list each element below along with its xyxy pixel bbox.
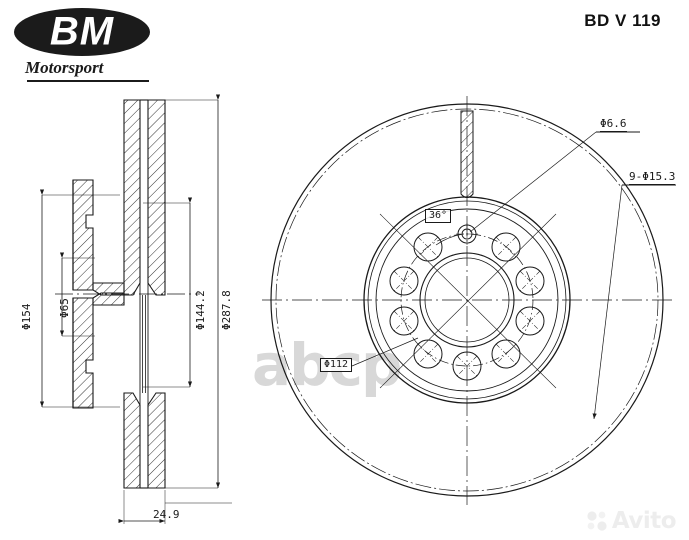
face-view — [262, 96, 676, 505]
avito-watermark: Avito — [586, 508, 677, 534]
avito-watermark-text: Avito — [611, 508, 677, 534]
logo-ellipse-icon: BM — [14, 8, 150, 56]
dim-thickness — [118, 490, 232, 524]
dim-label-ring-inner-diameter: Φ144.2 — [194, 290, 207, 330]
bolt-hole-group — [389, 223, 545, 381]
logo-tagline: Motorsport — [25, 58, 104, 77]
avito-logo-icon — [587, 511, 607, 531]
leader-bolt-holes — [592, 184, 676, 420]
leader-bolt-circle — [351, 337, 419, 367]
dim-label-thickness: 24.9 — [153, 508, 180, 521]
dim-ring-inner-diameter — [143, 197, 193, 388]
logo-underline-rule — [27, 80, 149, 82]
leader-small-hole — [469, 131, 640, 233]
dim-centre-bore — [59, 252, 95, 337]
dim-label-small-hole: Φ6.6 — [600, 117, 627, 132]
dim-outer-diameter — [150, 94, 221, 489]
friction-ring-lower — [123, 392, 166, 489]
dim-label-bolt-circle: Φ112 — [320, 358, 353, 372]
page-title: BD V 119 — [584, 11, 661, 30]
dim-label-hole-angle: 36° — [425, 209, 452, 223]
dim-hat-outer-diameter — [39, 189, 120, 408]
section-view — [39, 94, 232, 524]
disc-hat-upper — [72, 179, 125, 296]
dim-label-bolt-hole-callout: 9-Φ15.3 — [629, 170, 676, 185]
dim-label-centre-bore: Φ65 — [58, 298, 71, 318]
disc-hat-lower — [72, 292, 125, 409]
large-holes — [389, 232, 545, 381]
construction-line-b — [379, 213, 557, 389]
dim-label-outer-diameter: Φ287.8 — [220, 290, 233, 330]
logo-wordmark: BM — [49, 9, 115, 54]
dim-label-hat-outer-diameter: Φ154 — [20, 303, 33, 331]
bm-motorsport-logo: BM Motorsport — [14, 6, 234, 86]
ventilation-vane — [460, 110, 474, 198]
friction-ring-upper — [123, 99, 166, 296]
